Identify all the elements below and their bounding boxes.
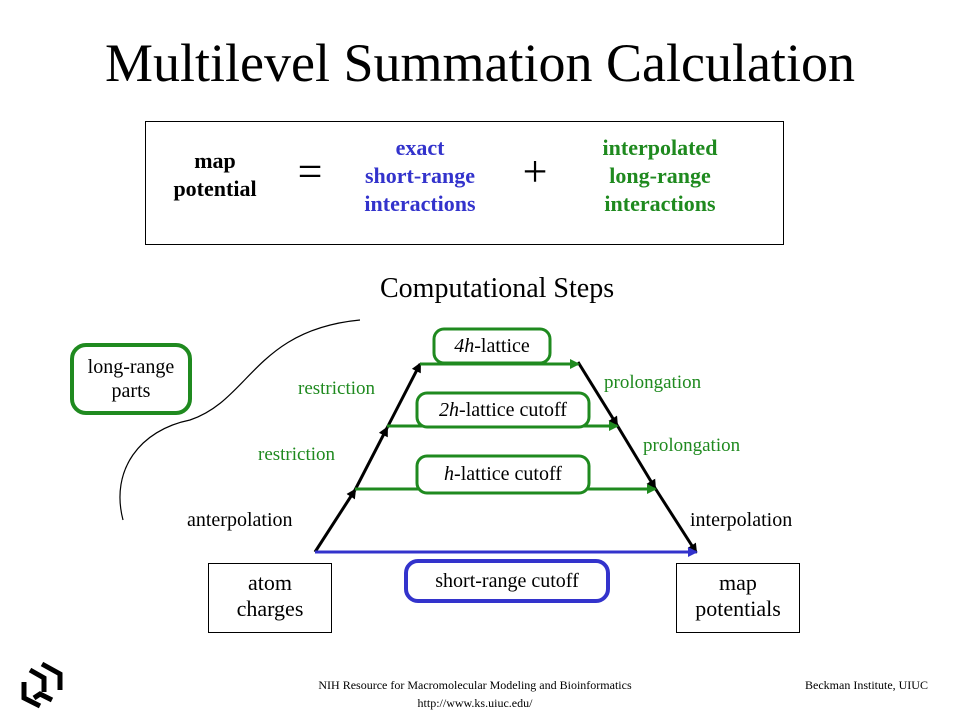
lattice-2h-box [415,391,591,429]
ncrr-logo-icon [21,661,63,709]
prolongation-label-upper: prolongation [604,372,702,393]
footer-org-name: NIH Resource for Macromolecular Modeling… [318,678,632,692]
lattice-4h-rest: -lattice [474,335,530,357]
lattice-2h-rest: -lattice cutoff [459,399,567,421]
diagram-subtitle: Computational Steps [380,273,615,304]
equation-long-line2: long-range [609,163,711,188]
lattice-4h-var: 4h [454,335,475,357]
equation-short-range: exact short-range interactions [340,134,500,218]
interpolation-label: interpolation [690,509,793,531]
restriction-arrow-lower [353,426,389,491]
long-range-line1: long-range [87,356,175,378]
prolongation-arrow-lower [615,424,657,490]
interpolation-arrow [653,487,698,554]
equation-long-line3: interactions [604,191,716,216]
anterpolation-label: anterpolation [187,509,293,531]
lattice-2h-label: 2h-lattice cutoff [417,398,589,422]
footer-institute: Beckman Institute, UIUC [805,678,928,692]
long-range-parts-box [70,343,192,415]
footer-url[interactable]: http://www.ks.uiuc.edu/ [417,696,533,710]
equation-lhs-line2: potential [173,176,257,201]
anterpolation-arrow [313,488,357,553]
equals-sign: = [297,147,323,196]
lattice-h-rest: -lattice cutoff [454,463,562,485]
restriction-label-lower: restriction [258,444,336,465]
lattice-h-label: h-lattice cutoff [417,462,589,486]
long-range-parts-label: long-range parts [72,355,190,403]
lattice-2h-var: 2h [439,399,460,421]
long-range-line2: parts [111,380,151,402]
lattice-4h-box [432,327,552,365]
equation-lhs-line1: map [194,148,236,173]
map-potentials-line2: potentials [695,596,781,621]
restriction-label-upper: restriction [298,378,376,399]
bracket-curve [119,319,361,521]
equation-short-line3: interactions [364,191,476,216]
plus-sign: + [522,147,548,196]
map-potentials-line1: map [719,570,757,595]
equation-lhs: map potential [160,147,270,203]
atom-charges-line2: charges [236,596,304,621]
map-potentials-box: map potentials [676,563,800,633]
prolongation-arrow-upper [576,361,619,427]
equation-short-line2: short-range [365,163,475,188]
equation-long-line1: interpolated [602,135,718,160]
equation-box [145,121,784,245]
restriction-arrow-upper [385,362,422,429]
lattice-4h-label: 4h-lattice [434,334,550,358]
lattice-h-var: h [444,463,455,485]
equation-long-range: interpolated long-range interactions [575,134,745,218]
prolongation-label-lower: prolongation [643,435,741,456]
short-range-cutoff-box [404,559,610,603]
atom-charges-box: atom charges [208,563,332,633]
slide-title: Multilevel Summation Calculation [105,33,855,93]
footer-org: NIH Resource for Macromolecular Modeling… [230,676,720,712]
equation-short-line1: exact [395,135,445,160]
short-range-cutoff-label: short-range cutoff [435,570,579,592]
lattice-h-box [415,454,591,495]
atom-charges-line1: atom [248,570,292,595]
